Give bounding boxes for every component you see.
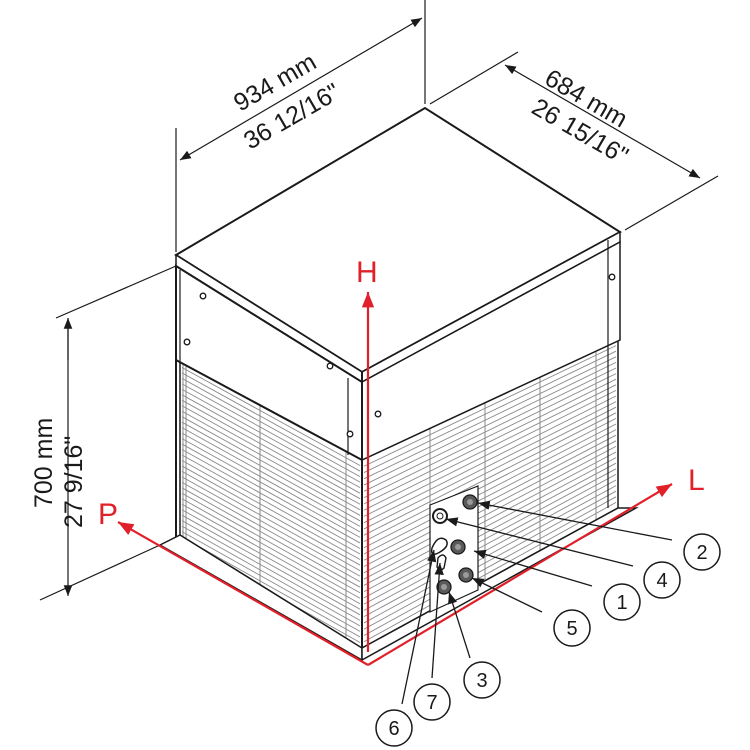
fitting-icon xyxy=(436,554,447,571)
fitting-icon xyxy=(432,508,448,524)
callout-circle-2 xyxy=(683,533,721,571)
callout-circle-5 xyxy=(553,609,591,647)
height-mm-label: 700 mm xyxy=(30,418,58,508)
callout-leader-4 xyxy=(445,517,634,567)
callout-circle-6 xyxy=(375,709,413,747)
width-dimension-line xyxy=(179,17,423,161)
left-grille xyxy=(181,363,361,643)
panel-screws xyxy=(183,273,616,438)
callout-number-1: 1 xyxy=(616,592,627,614)
callout-number-5: 5 xyxy=(566,618,577,640)
callouts: 1 2 3 4 5 6 7 xyxy=(375,500,721,747)
fitting-icon xyxy=(450,539,466,555)
fitting-icon xyxy=(462,494,478,510)
axis-l-line xyxy=(367,483,673,666)
callout-circle-3 xyxy=(463,661,501,699)
fitting-icon xyxy=(458,567,474,583)
callout-leader-2 xyxy=(477,500,673,541)
axis-p-line xyxy=(117,521,369,666)
connection-panel xyxy=(429,485,479,613)
callout-leader-5 xyxy=(471,577,543,613)
axis-h-label: H xyxy=(356,256,378,289)
height-inch-label: 27 9/16" xyxy=(60,436,88,528)
axis-p-label: P xyxy=(98,498,118,531)
callout-circle-4 xyxy=(643,561,681,599)
callout-number-2: 2 xyxy=(696,542,707,564)
callout-leader-6 xyxy=(401,549,437,705)
callout-number-3: 3 xyxy=(476,670,487,692)
callout-circle-1 xyxy=(603,583,641,621)
callout-number-6: 6 xyxy=(388,718,399,740)
axis-l-label: L xyxy=(688,464,705,497)
callout-circle-7 xyxy=(413,683,451,721)
fitting-icon xyxy=(436,579,452,595)
depth-dimension-line xyxy=(504,64,701,179)
callout-leader-7 xyxy=(431,562,444,679)
right-grille xyxy=(363,345,617,643)
callout-leader-1 xyxy=(473,549,593,587)
callout-number-4: 4 xyxy=(656,570,667,592)
callout-number-7: 7 xyxy=(426,692,437,714)
callout-leader-3 xyxy=(448,591,471,659)
dimension-lines xyxy=(39,0,719,601)
reference-axes xyxy=(117,292,673,666)
